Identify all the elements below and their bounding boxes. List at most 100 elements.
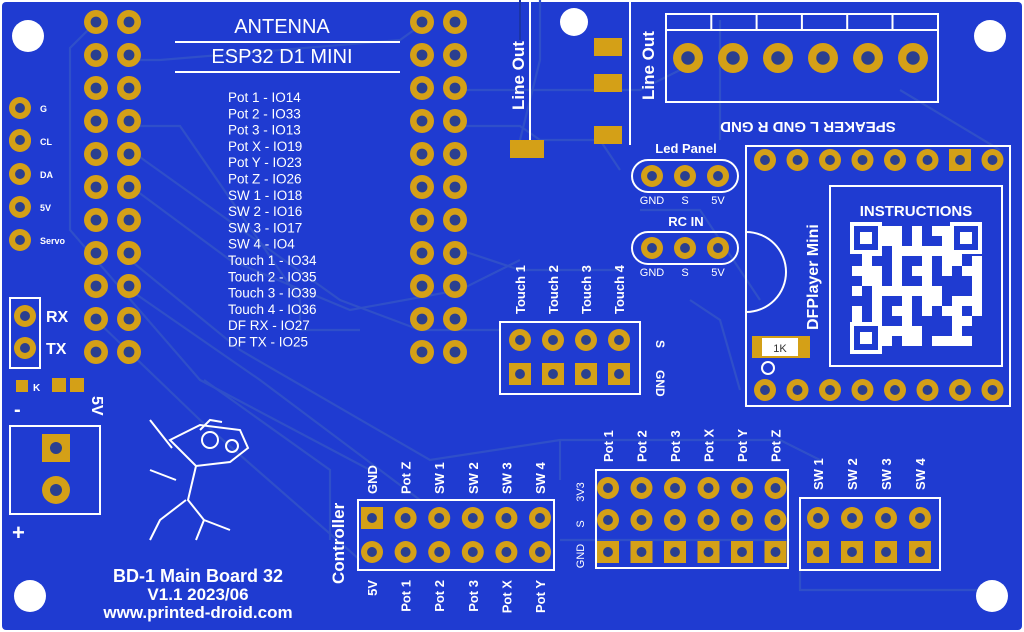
pad — [9, 229, 31, 251]
line-out-right-label: Line Out — [639, 31, 658, 100]
pot-row-label: 3V3 — [575, 482, 587, 502]
pin-label: S — [681, 267, 688, 279]
pad — [443, 142, 467, 166]
pad — [117, 175, 141, 199]
pad — [597, 541, 619, 563]
pad — [786, 379, 809, 401]
controller-top-label: SW 4 — [533, 461, 548, 494]
touch-gnd-label: GND — [653, 370, 667, 397]
pot-label: Pot 3 — [668, 430, 683, 462]
pad — [117, 76, 141, 100]
mounting-hole — [976, 580, 1008, 612]
pad — [509, 329, 531, 351]
left-header-label: 5V — [40, 203, 51, 213]
mounting-hole — [560, 8, 588, 36]
pad — [117, 340, 141, 364]
pad — [410, 142, 434, 166]
pad — [754, 149, 776, 171]
left-header-label: CL — [40, 137, 52, 147]
pad — [764, 541, 787, 563]
pad — [851, 379, 874, 401]
touch-s-label: S — [653, 340, 667, 348]
pad — [9, 97, 31, 119]
pad — [807, 507, 829, 529]
touch-label: Touch 4 — [612, 264, 627, 314]
controller-bottom-label: Pot Y — [533, 580, 548, 613]
switch-label: SW 2 — [845, 458, 860, 490]
pin-map-entry: SW 4 - IO4 — [228, 237, 295, 252]
pad — [117, 43, 141, 67]
pin-map-entry: Touch 1 - IO34 — [228, 253, 317, 268]
pad — [641, 237, 663, 259]
pad — [410, 241, 434, 265]
pad — [361, 507, 383, 529]
pad — [84, 76, 108, 100]
pin-map-entry: Touch 3 - IO39 — [228, 286, 317, 301]
left-header-label: G — [40, 104, 47, 114]
dfplayer-label: DFPlayer Mini — [805, 224, 822, 330]
pad — [884, 379, 906, 401]
pad — [707, 165, 729, 187]
pad — [9, 196, 31, 218]
pin-map-entry: DF RX - IO27 — [228, 318, 310, 333]
pad — [410, 10, 434, 34]
controller-top-label: GND — [365, 465, 380, 494]
pad — [673, 43, 703, 73]
pad — [697, 509, 720, 531]
pad — [731, 477, 753, 499]
pin-map-entry: Touch 2 - IO35 — [228, 269, 317, 284]
touch-label: Touch 3 — [579, 265, 594, 314]
pad — [949, 379, 971, 401]
rx-label: RX — [46, 309, 69, 326]
pin-map-entry: Pot Y - IO23 — [228, 155, 302, 170]
pad — [443, 175, 467, 199]
pin-label: S — [681, 195, 688, 207]
pot-label: Pot Y — [735, 429, 750, 462]
pad — [575, 363, 597, 385]
instructions-label: INSTRUCTIONS — [860, 203, 973, 220]
pad — [84, 340, 108, 364]
pad — [495, 507, 518, 529]
pad — [630, 541, 653, 563]
pad — [529, 507, 551, 529]
bd1-droid-artwork — [149, 418, 250, 541]
dfplayer: DFPlayer Mini INSTRUCTIONS 1K — [745, 145, 1011, 407]
pad — [981, 379, 1004, 401]
pad — [117, 142, 141, 166]
left-header-label: Servo — [40, 236, 66, 246]
pin-map-entry: Pot 2 - IO33 — [228, 106, 301, 121]
pad — [443, 76, 467, 100]
pin-map-entry: Pot X - IO19 — [228, 139, 302, 154]
pad — [697, 541, 720, 563]
pad — [916, 149, 939, 171]
pad — [443, 109, 467, 133]
pad — [542, 363, 564, 385]
pad — [597, 477, 619, 499]
pad — [763, 43, 793, 73]
pad — [764, 509, 787, 531]
pad — [509, 363, 531, 385]
pad — [84, 142, 108, 166]
pad — [461, 541, 484, 563]
pad — [361, 541, 383, 563]
pad — [443, 208, 467, 232]
pad — [117, 241, 141, 265]
pad — [630, 477, 653, 499]
pad — [9, 163, 31, 185]
controller-bottom-label: Pot 3 — [466, 580, 481, 612]
rc-in-title: RC IN — [668, 214, 703, 229]
pad — [443, 340, 467, 364]
pad — [495, 541, 518, 563]
controller-bottom-label: Pot X — [499, 580, 514, 614]
pad — [443, 43, 467, 67]
pad — [428, 541, 451, 563]
pad — [664, 541, 686, 563]
pad — [410, 307, 434, 331]
pad — [575, 329, 597, 351]
board-website: www.printed-droid.com — [102, 603, 292, 622]
minus-label: - — [14, 399, 21, 421]
